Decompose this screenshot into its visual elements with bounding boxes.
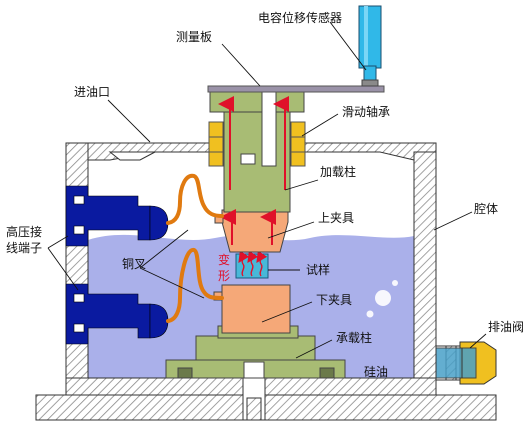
inlet-label: 进油口 [74,85,110,99]
drain-valve-icon [435,341,497,385]
load-force-arrows [218,96,289,245]
sample-label: 试样 [306,262,330,277]
deform-label-1: 变 [218,252,230,267]
silicone-oil-label: 硅油 [364,365,388,379]
copper-fork-label: 铜叉 [122,256,146,271]
oil-bubble [366,310,374,318]
hv-terminal-label-line1: 高压接 [6,224,42,239]
base-post-hatch [246,397,262,421]
deform-label-2: 形 [218,269,230,283]
oil-bubble [375,290,391,306]
lower-clamp [213,284,291,334]
oil-inlet [108,151,156,161]
plate-label: 测量板 [176,30,212,44]
sliding-bearing [208,121,306,167]
bearing-label: 滑动轴承 [342,104,390,119]
oil-bubble [392,280,398,286]
high-voltage-terminal-icon [65,185,169,345]
sample-deform-wave-icon [238,250,268,277]
displacement-sensor-icon [358,5,382,87]
lower-clamp-label: 下夹具 [316,293,352,307]
leader-lines [47,21,487,359]
bearing-column-label: 承载柱 [336,330,372,345]
hv-terminal-label-line2: 线端子 [6,241,42,255]
copper-fork-wires [166,173,224,323]
chamber-label: 腔体 [474,201,498,216]
upper-clamp-label: 上夹具 [318,211,354,225]
load-column [209,91,305,213]
measuring-plate [207,85,385,93]
drain-valve-label: 排油阀 [488,320,524,334]
load-column-label: 加载柱 [320,164,356,179]
sensor-label: 电容位移传感器 [258,10,342,25]
